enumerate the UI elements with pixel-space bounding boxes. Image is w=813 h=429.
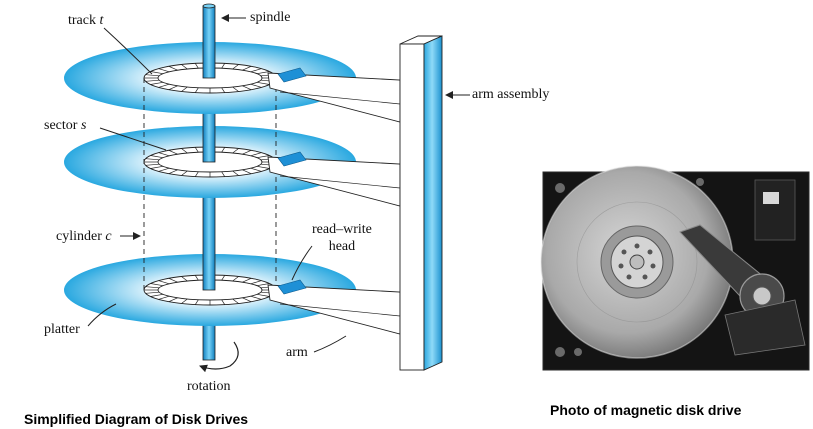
sector-tick bbox=[168, 297, 178, 303]
sector-tick bbox=[145, 291, 160, 294]
sector-tick bbox=[158, 152, 170, 157]
sector-tick bbox=[145, 163, 160, 166]
sector-tick bbox=[195, 147, 199, 153]
sector-tick bbox=[195, 275, 199, 281]
sector-tick bbox=[158, 83, 170, 88]
rotation-arrow bbox=[199, 341, 239, 373]
cylinder-variable: c bbox=[105, 229, 112, 244]
sector-tick bbox=[221, 299, 225, 305]
arm-assembly-column bbox=[399, 35, 443, 371]
sector-tick bbox=[158, 167, 170, 172]
photo-caption: Photo of magnetic disk drive bbox=[550, 402, 742, 418]
sector-tick bbox=[195, 87, 199, 93]
sector-tick bbox=[242, 85, 252, 91]
sector-tick bbox=[256, 71, 270, 75]
arm-1 bbox=[267, 67, 401, 123]
sector-tick bbox=[158, 68, 170, 73]
diagram-caption: Simplified Diagram of Disk Drives bbox=[24, 411, 249, 427]
sector-tick bbox=[232, 64, 239, 70]
sector-tick bbox=[250, 83, 262, 88]
sector-tick bbox=[256, 293, 270, 297]
sector-tick bbox=[250, 152, 262, 157]
sector-tick bbox=[158, 280, 170, 285]
sector-tick bbox=[181, 148, 188, 154]
sector-tick bbox=[221, 275, 225, 281]
sector-tick bbox=[242, 277, 252, 283]
sector-tick bbox=[158, 295, 170, 300]
sector-tick bbox=[195, 63, 199, 69]
sector-tick bbox=[221, 63, 225, 69]
sector-tick bbox=[242, 169, 252, 175]
sector-label: sector s bbox=[44, 118, 87, 133]
track-variable: t bbox=[99, 13, 104, 28]
sector-tick bbox=[150, 81, 164, 85]
sector-tick bbox=[150, 293, 164, 297]
sector-tick bbox=[232, 170, 239, 176]
arm-label: arm bbox=[286, 345, 308, 360]
sector-tick bbox=[181, 170, 188, 176]
sector-tick bbox=[250, 295, 262, 300]
rotation-label: rotation bbox=[187, 379, 231, 394]
spindle-upper bbox=[202, 5, 216, 79]
sector-tick bbox=[242, 65, 252, 71]
sector-tick bbox=[150, 155, 164, 159]
arm-assembly-label: arm assembly bbox=[472, 87, 550, 102]
sector-tick bbox=[232, 298, 239, 304]
platter-label: platter bbox=[44, 322, 80, 337]
sector-variable: s bbox=[80, 118, 87, 133]
sector-tick bbox=[150, 71, 164, 75]
sector-tick bbox=[145, 158, 160, 161]
sector-tick bbox=[181, 64, 188, 70]
sector-tick bbox=[256, 283, 270, 287]
sector-tick bbox=[250, 167, 262, 172]
sector-tick bbox=[232, 86, 239, 92]
sector-tick bbox=[168, 85, 178, 91]
track-label: track t bbox=[68, 13, 104, 28]
sector-tick bbox=[195, 299, 199, 305]
sector-tick bbox=[150, 165, 164, 169]
sector-tick bbox=[242, 297, 252, 303]
sector-tick bbox=[250, 280, 262, 285]
platter-pointer bbox=[87, 303, 117, 327]
sector-tick bbox=[181, 298, 188, 304]
read-write-pointer bbox=[291, 245, 313, 281]
sector-tick bbox=[145, 79, 160, 82]
sector-tick bbox=[232, 148, 239, 154]
sector-tick bbox=[168, 169, 178, 175]
sector-tick bbox=[181, 276, 188, 282]
sector-tick bbox=[242, 149, 252, 155]
sector-tick bbox=[232, 276, 239, 282]
sector-tick bbox=[221, 171, 225, 177]
sector-tick bbox=[195, 171, 199, 177]
sector-tick bbox=[150, 283, 164, 287]
sector-tick bbox=[256, 165, 270, 169]
read-write-head-label: read–write head bbox=[312, 222, 372, 254]
sector-tick bbox=[168, 65, 178, 71]
cylinder-label: cylinder c bbox=[56, 229, 112, 244]
sector-tick bbox=[145, 74, 160, 77]
track-pointer bbox=[103, 27, 153, 75]
sector-tick bbox=[221, 87, 225, 93]
sector-pointer bbox=[99, 127, 167, 151]
sector-tick bbox=[256, 81, 270, 85]
sector-tick bbox=[256, 155, 270, 159]
sector-tick bbox=[168, 277, 178, 283]
sector-tick bbox=[221, 147, 225, 153]
hard-drive-photo bbox=[540, 165, 810, 371]
sector-tick bbox=[250, 68, 262, 73]
sector-tick bbox=[181, 86, 188, 92]
arm-pointer bbox=[313, 335, 347, 353]
sector-tick bbox=[168, 149, 178, 155]
sector-tick bbox=[145, 286, 160, 289]
spindle-label: spindle bbox=[250, 10, 291, 25]
